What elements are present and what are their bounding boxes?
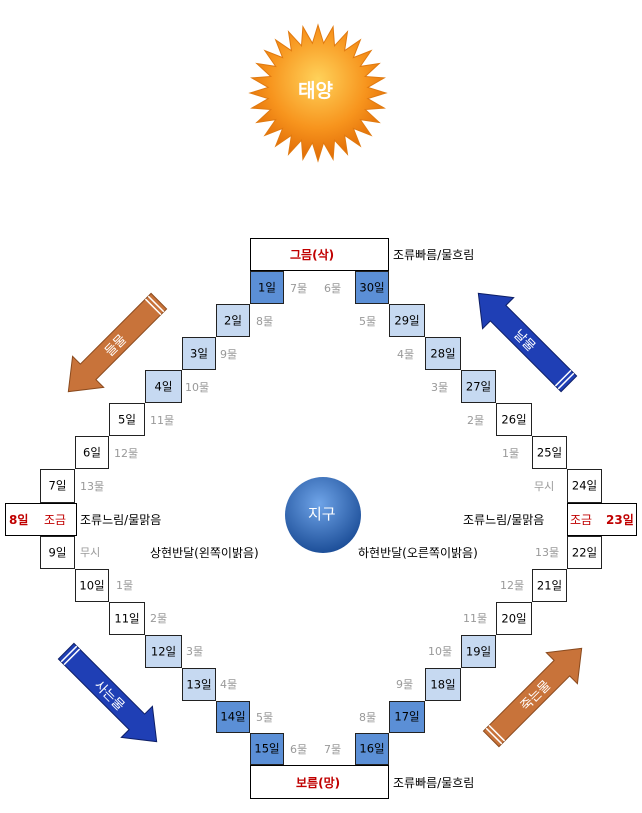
earth-icon: [285, 477, 361, 553]
day-cell: 17일: [389, 701, 425, 733]
slow-current-right: 조류느림/물맑음: [463, 513, 545, 527]
full-moon-label: 보름(망): [296, 776, 341, 790]
day-cell: 25일: [532, 436, 567, 469]
tide-label: 1물: [502, 447, 520, 460]
tide-label: 7물: [290, 282, 308, 295]
day-cell: 26일: [496, 403, 532, 436]
new-moon-label: 그믐(삭): [290, 248, 335, 262]
day-cell: 13일: [182, 668, 216, 701]
tide-label: 13물: [80, 480, 105, 493]
day-cell: 11일: [109, 602, 145, 635]
day-cell: 18일: [425, 668, 461, 701]
day-cell: 12일: [145, 635, 182, 668]
tide-label: 6물: [290, 743, 308, 756]
tide-label: 7물: [324, 743, 342, 756]
tide-label: 4물: [397, 348, 415, 361]
tide-label: 13물: [535, 546, 560, 559]
new-moon-box: [250, 238, 389, 271]
tide-label: 8물: [256, 315, 274, 328]
tide-label: 3물: [186, 645, 204, 658]
sun-label: 태양: [298, 80, 333, 102]
tide-label: 3물: [431, 381, 449, 394]
day-cell: 3일: [182, 337, 216, 370]
full-moon-box: [250, 765, 389, 799]
fast-current-top: 조류빠름/물흐림: [393, 248, 475, 262]
tide-label: 4물: [220, 678, 238, 691]
tide-label: 9물: [220, 348, 238, 361]
day-cell: 10일: [75, 569, 109, 602]
tide-label: 10물: [185, 381, 210, 394]
day-cell: 7일: [40, 469, 75, 503]
day-cell: 20일: [496, 602, 532, 635]
day-cell: 22일: [567, 536, 602, 569]
neap-left-day: 8일: [9, 513, 29, 527]
day-cell: 4일: [145, 370, 182, 403]
tide-label: 2물: [467, 414, 485, 427]
tide-label: 12물: [500, 579, 525, 592]
neap-right-box: [567, 503, 637, 536]
day-cell: 9일: [40, 536, 75, 569]
day-cell: 19일: [461, 635, 496, 668]
tide-label: 10물: [428, 645, 453, 658]
slow-current-left: 조류느림/물맑음: [80, 513, 162, 527]
day-cell: 5일: [109, 403, 145, 436]
arrow-top-left: 들물: [67, 292, 168, 393]
day-cell: 28일: [425, 337, 461, 370]
day-cell: 1일: [250, 271, 284, 304]
tide-label: 8물: [359, 711, 377, 724]
tide-label: 5물: [359, 315, 377, 328]
fast-current-bottom: 조류빠름/물흐림: [393, 776, 475, 790]
tide-label: 1물: [116, 579, 134, 592]
day-cell: 15일: [250, 733, 284, 765]
neap-right-label: 조금: [570, 513, 593, 527]
tide-label: 12물: [114, 447, 139, 460]
sun-icon: [248, 23, 388, 163]
tide-label: 무시: [534, 480, 555, 493]
day-cell: 14일: [216, 701, 250, 733]
tide-label: 11물: [463, 612, 488, 625]
arrow-bottom-right: 죽는물: [482, 647, 583, 748]
tide-label: 9물: [396, 678, 414, 691]
neap-right-day: 23일: [606, 513, 634, 527]
arrow-top-right: 날물: [477, 292, 578, 393]
tide-label: 11물: [150, 414, 175, 427]
day-cell: 29일: [389, 304, 425, 337]
day-cell: 16일: [355, 733, 389, 765]
day-cell: 6일: [75, 436, 109, 469]
day-cell: 30일: [355, 271, 389, 304]
first-quarter-label: 상현반달(왼쪽이밝음): [150, 546, 259, 560]
earth-label: 지구: [308, 505, 336, 523]
day-cell: 24일: [567, 469, 602, 503]
tide-label: 무시: [80, 546, 101, 559]
last-quarter-label: 하현반달(오른쪽이밝음): [358, 546, 478, 560]
tide-label: 6물: [324, 282, 342, 295]
tide-label: 2물: [150, 612, 168, 625]
neap-left-label: 조금: [44, 513, 67, 527]
day-cell: 27일: [461, 370, 496, 403]
neap-left-box: [5, 503, 77, 536]
tide-label: 5물: [256, 711, 274, 724]
day-cell: 21일: [532, 569, 567, 602]
day-cell: 2일: [216, 304, 250, 337]
arrow-bottom-left: 사는물: [57, 642, 158, 743]
